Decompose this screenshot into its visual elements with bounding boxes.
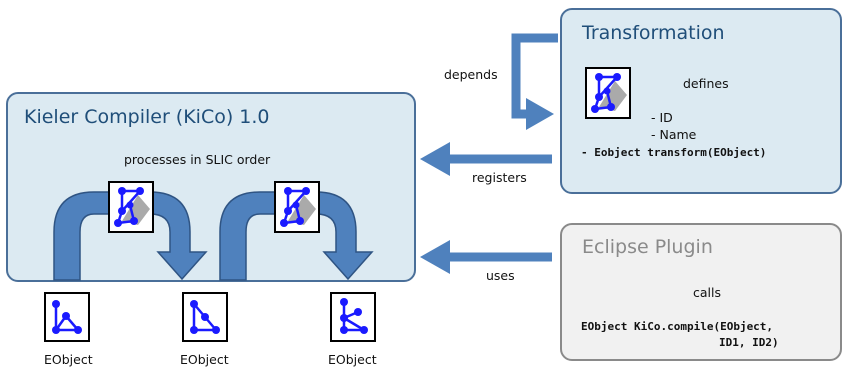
- transformation-title: Transformation: [582, 22, 725, 44]
- eobject-label-3: EObject: [328, 352, 377, 367]
- eobject-icon-3: [330, 292, 376, 342]
- eclipse-plugin-title: Eclipse Plugin: [582, 236, 713, 258]
- transformation-icon-2: [274, 181, 320, 233]
- depends-arrowhead: [526, 98, 554, 130]
- eobject-icon-2: [182, 292, 228, 342]
- eobject-icon-1: [44, 292, 90, 342]
- compile-call-line1: EObject KiCo.compile(EObject,: [581, 320, 774, 333]
- depends-label: depends: [444, 67, 498, 82]
- registers-arrowhead: [420, 142, 450, 176]
- calls-label: calls: [693, 285, 721, 300]
- registers-label: registers: [472, 170, 527, 185]
- kico-title: Kieler Compiler (KiCo) 1.0: [24, 106, 270, 128]
- transform-method: - Eobject transform(EObject): [581, 146, 767, 159]
- uses-label: uses: [486, 268, 515, 283]
- transformation-box: [560, 8, 842, 194]
- defines-label: defines: [683, 76, 729, 91]
- transformation-icon-1: [108, 181, 154, 233]
- id-item: - ID: [651, 110, 673, 125]
- transformation-icon-defines: [585, 67, 631, 119]
- uses-arrowhead: [420, 240, 450, 274]
- eobject-label-1: EObject: [44, 352, 93, 367]
- flow-arrow-1: [53, 191, 208, 281]
- depends-arrow: [511, 33, 558, 119]
- compile-call-line2: ID1, ID2): [719, 336, 779, 349]
- kico-subtitle: processes in SLIC order: [124, 152, 271, 167]
- eobject-label-2: EObject: [180, 352, 229, 367]
- flow-arrow-2: [219, 191, 374, 281]
- eclipse-plugin-box: [560, 223, 842, 361]
- name-item: - Name: [651, 127, 697, 142]
